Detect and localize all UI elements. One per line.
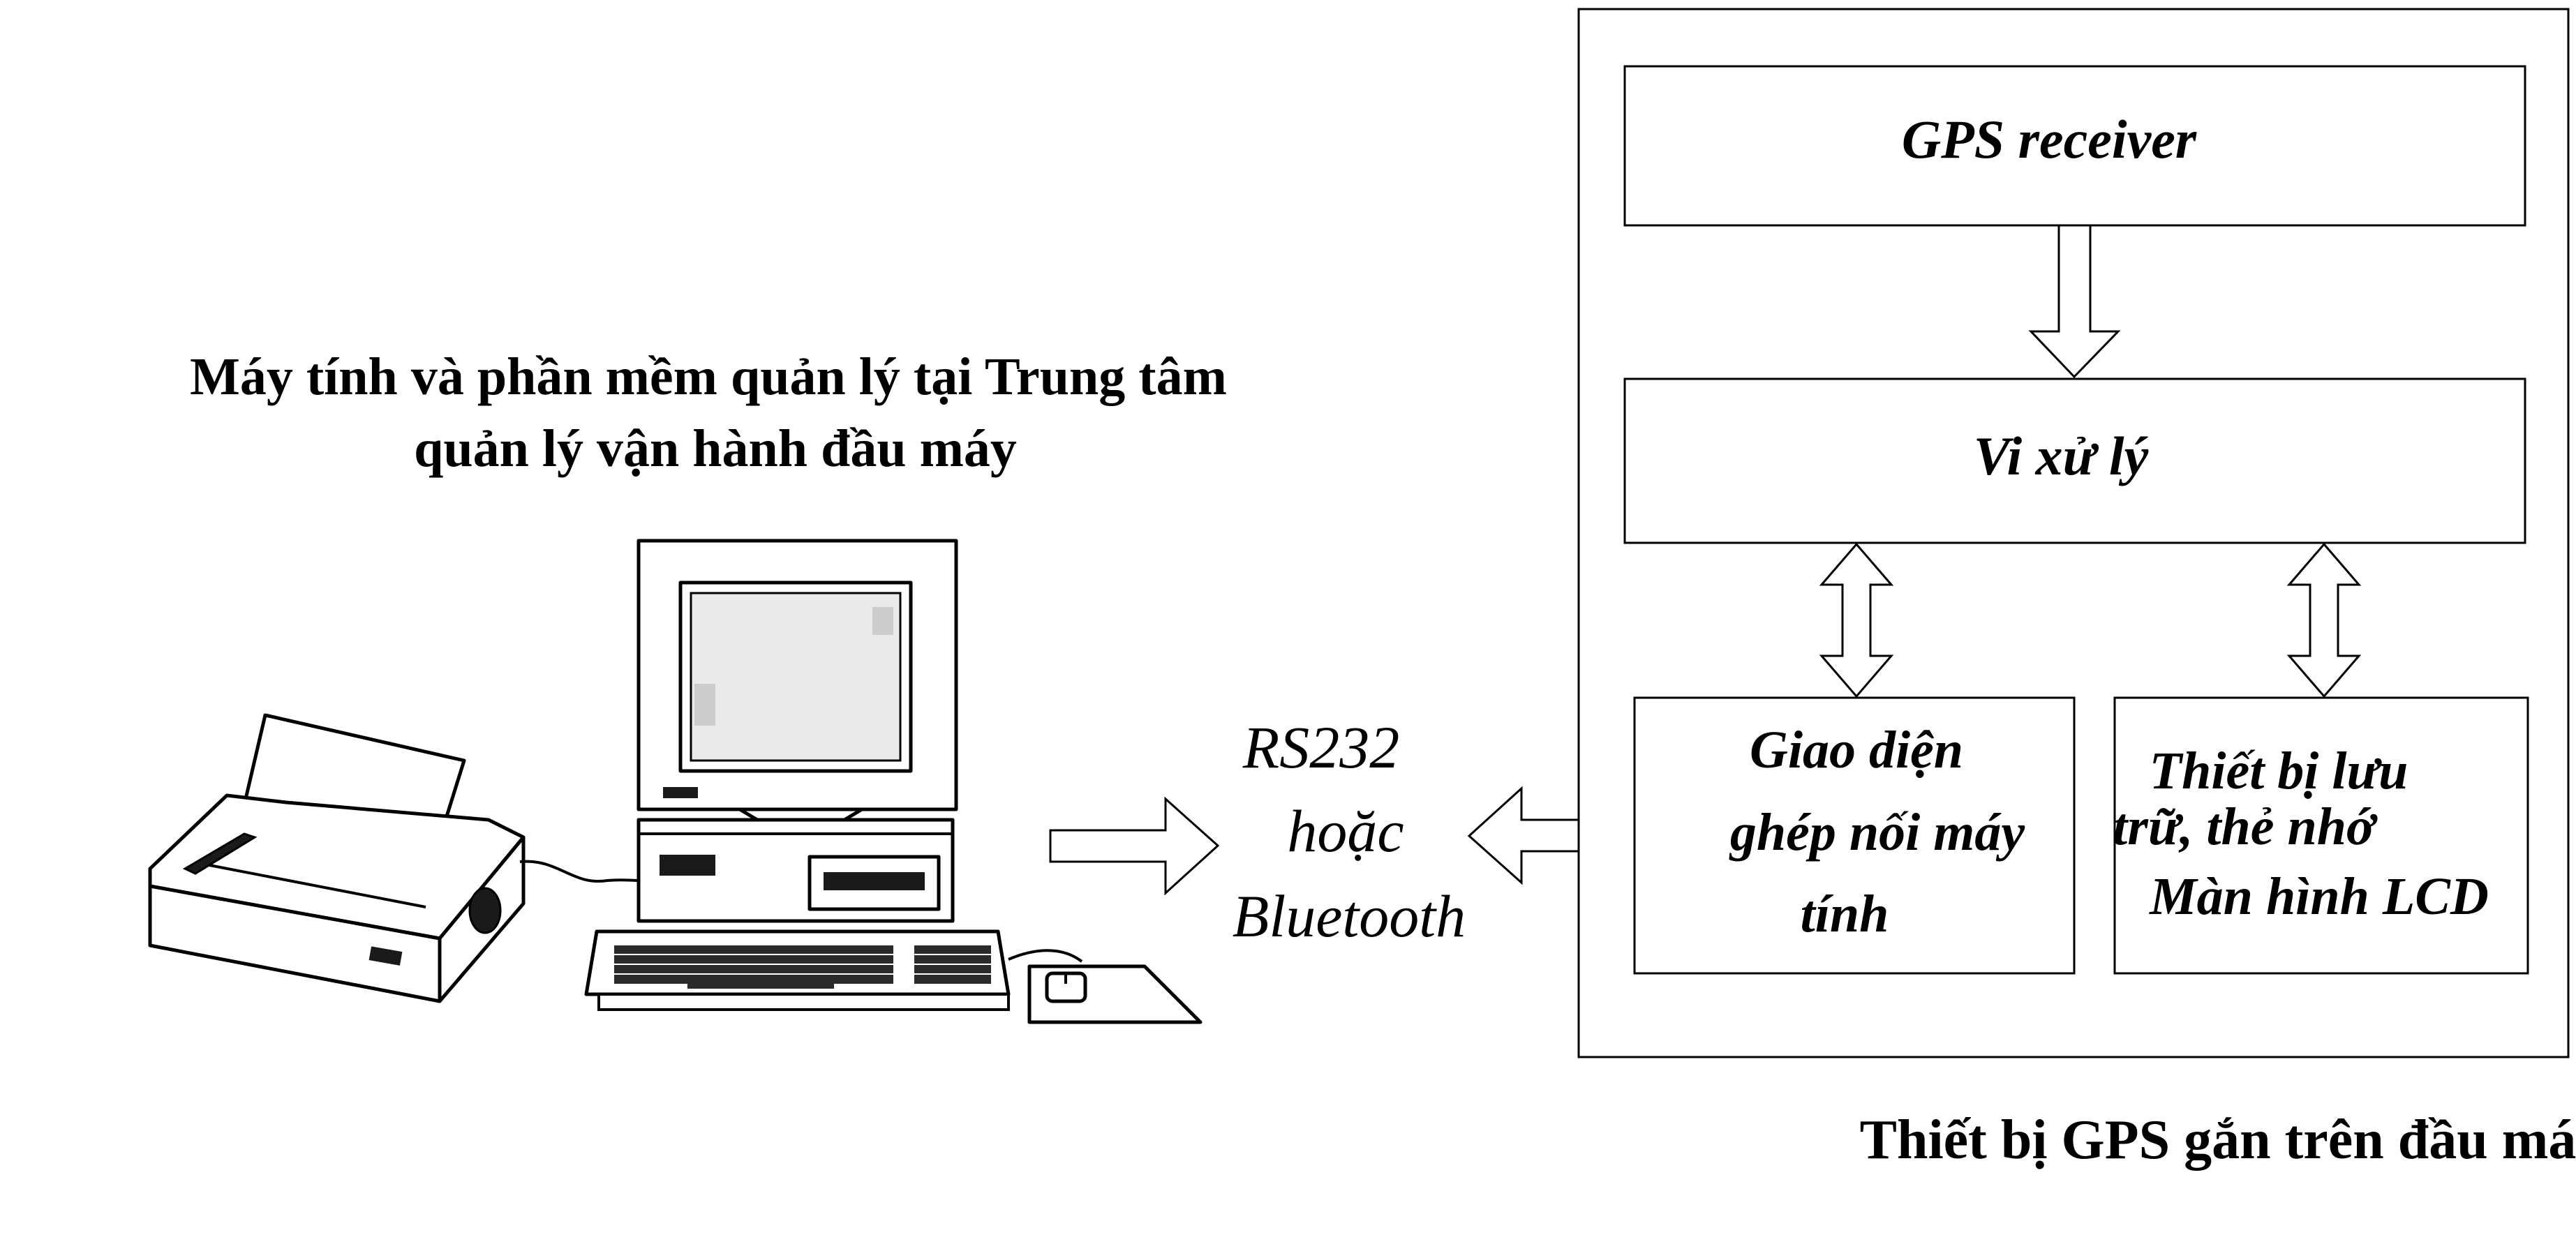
- center-title-line1: Máy tính và phần mềm quản lý tại Trung t…: [190, 347, 1227, 406]
- device-caption: Thiết bị GPS gắn trên đầu máy: [1860, 1109, 2576, 1171]
- computer-workstation-illustration: [148, 539, 1203, 1024]
- storage-line2: trữ, thẻ nhớ: [2113, 798, 2378, 856]
- pc-interface-line2: ghép nối máy: [1729, 803, 2025, 862]
- link-label-line3: Bluetooth: [1233, 883, 1466, 950]
- processor-label: Vi xử lý: [1974, 426, 2149, 486]
- storage-line1: Thiết bị lưu: [2150, 742, 2409, 800]
- pc-interface-line3: tính: [1801, 885, 1889, 943]
- storage-line3: Màn hình LCD: [2149, 867, 2489, 926]
- link-label-line2: hoặc: [1287, 798, 1404, 864]
- storage-box: [2113, 696, 2529, 975]
- gps-receiver-box: [1623, 65, 2526, 227]
- arrow-gps-to-processor: [2028, 224, 2121, 379]
- printer-icon: [148, 713, 639, 1003]
- arrow-processor-storage: [2286, 542, 2362, 698]
- pc-interface-box: [1633, 696, 2076, 975]
- pc-interface-line1: Giao diện: [1750, 721, 1963, 779]
- keyboard-icon: [584, 929, 1011, 1011]
- arrow-processor-interface: [1819, 542, 1894, 698]
- center-title-line2: quản lý vận hành đầu máy: [414, 419, 1017, 478]
- link-label-line1: RS232: [1242, 714, 1400, 781]
- mouse-icon: [1008, 949, 1203, 1024]
- arrow-to-link: [1049, 796, 1220, 896]
- processor-box: [1623, 377, 2526, 544]
- system-unit-icon: [636, 818, 955, 923]
- monitor-icon: [636, 539, 958, 822]
- gps-receiver-label: GPS receiver: [1902, 109, 2197, 170]
